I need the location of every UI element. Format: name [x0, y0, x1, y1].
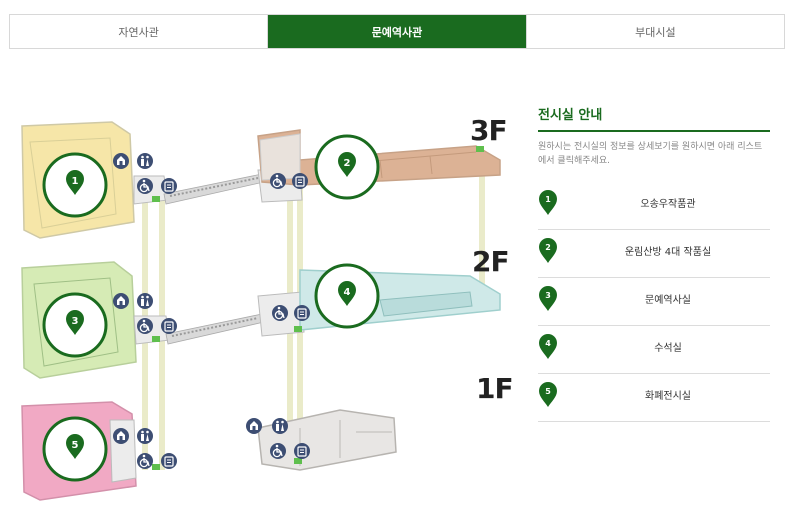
exhibition-room-guide: 전시실 안내 원하시는 전시실의 정보를 상세보기를 원하시면 아래 리스트에서… [538, 104, 770, 422]
restroom-icon [137, 428, 153, 444]
room-marker-5[interactable]: 5 [42, 416, 108, 482]
room-list-item-2[interactable]: 2 운림산방 4대 작품실 [538, 230, 770, 278]
room-list: 1 오송우작품관 2 운림산방 4대 작품실 3 문예역사실 4 수석실 [538, 182, 770, 422]
restroom-icon [137, 293, 153, 309]
wheelchair-icon [271, 304, 289, 322]
room-number: 1 [545, 195, 551, 204]
floor-label-3f: 3F [470, 114, 508, 147]
room-list-item-3[interactable]: 3 문예역사실 [538, 278, 770, 326]
room-number: 4 [545, 339, 551, 348]
panel-description: 원하시는 전시실의 정보를 상세보기를 원하시면 아래 리스트에서 클릭해주세요… [538, 142, 763, 166]
accessible-restroom-icon [160, 317, 178, 335]
wheelchair-icon [136, 177, 154, 195]
room-name: 수석실 [654, 343, 682, 354]
restroom-icon [272, 418, 288, 434]
floor-label-1f: 1F [476, 372, 514, 405]
marker-number: 1 [72, 176, 79, 187]
restroom-icon [137, 153, 153, 169]
room-marker-1[interactable]: 1 [42, 152, 108, 218]
accessible-restroom-icon [160, 177, 178, 195]
room-name: 운림산방 4대 작품실 [624, 247, 712, 258]
panel-title: 전시실 안내 [538, 104, 770, 132]
room-marker-3[interactable]: 3 [42, 292, 108, 358]
room-marker-4[interactable]: 4 [314, 263, 380, 329]
accessible-restroom-icon [291, 172, 309, 190]
accessible-restroom-icon [293, 304, 311, 322]
location-pin-icon: 1 [539, 190, 557, 215]
room-marker-2[interactable]: 2 [314, 134, 380, 200]
elevator-icon [246, 418, 262, 434]
room-name: 오송우작품관 [640, 199, 696, 210]
floor-map: 1 2 3 4 5 3F 2F 1F [0, 60, 520, 518]
location-pin-icon: 5 [539, 382, 557, 407]
museum-tab-bar: 자연사관 문예역사관 부대시설 [9, 14, 785, 49]
location-pin-icon: 4 [539, 334, 557, 359]
elevator-icon [113, 428, 129, 444]
tab-natural-history[interactable]: 자연사관 [10, 15, 268, 48]
elevator-icon [113, 153, 129, 169]
elevator-icon [113, 293, 129, 309]
room-list-item-5[interactable]: 5 화폐전시실 [538, 374, 770, 422]
wheelchair-icon [136, 452, 154, 470]
tab-literature-history[interactable]: 문예역사관 [267, 15, 526, 48]
marker-number: 5 [72, 440, 79, 451]
location-pin-icon: 3 [539, 286, 557, 311]
marker-number: 2 [344, 158, 351, 169]
room-list-item-4[interactable]: 4 수석실 [538, 326, 770, 374]
accessible-restroom-icon [293, 442, 311, 460]
floor-label-2f: 2F [472, 245, 510, 278]
room-number: 3 [545, 291, 551, 300]
room-number: 2 [545, 243, 551, 252]
room-number: 5 [545, 387, 551, 396]
room-list-item-1[interactable]: 1 오송우작품관 [538, 182, 770, 230]
wheelchair-icon [269, 442, 287, 460]
location-pin-icon: 2 [539, 238, 557, 263]
tab-facilities[interactable]: 부대시설 [525, 15, 784, 48]
wheelchair-icon [269, 172, 287, 190]
marker-number: 3 [72, 316, 79, 327]
room-name: 문예역사실 [645, 295, 691, 306]
wheelchair-icon [136, 317, 154, 335]
accessible-restroom-icon [160, 452, 178, 470]
room-name: 화폐전시실 [645, 391, 691, 402]
marker-number: 4 [344, 287, 351, 298]
